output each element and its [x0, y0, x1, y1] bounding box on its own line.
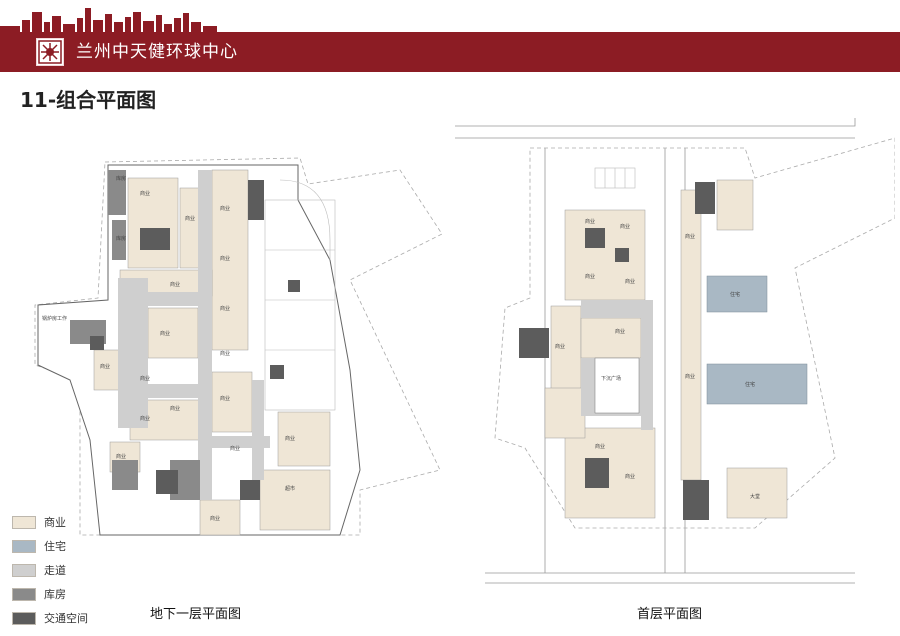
legend-item-circulation: 交通空间: [12, 606, 132, 630]
legend-label: 库房: [44, 588, 66, 601]
legend-swatch: [12, 587, 36, 601]
label-storage-1: 库房: [116, 175, 126, 182]
legend: 商业 住宅 走道 库房 交通空间: [12, 510, 132, 630]
label-boiler-room: 锅炉房工作: [42, 315, 67, 322]
label-commercial-11: 商业: [116, 453, 126, 460]
gf-label-residential-2: 住宅: [745, 381, 755, 388]
legend-label: 交通空间: [44, 612, 88, 625]
gf-label-lobby: 大堂: [750, 493, 760, 500]
legend-item-residential: 住宅: [12, 534, 132, 558]
legend-label: 住宅: [44, 540, 66, 553]
label-commercial-2: 商业: [185, 215, 195, 222]
legend-item-commercial: 商业: [12, 510, 132, 534]
legend-item-storage: 库房: [12, 582, 132, 606]
label-commercial-5: 商业: [160, 330, 170, 337]
label-commercial-7: 商业: [220, 305, 230, 312]
gf-label-commercial-2: 商业: [620, 223, 630, 230]
brand-logo: [36, 38, 64, 66]
gf-label-commercial-8: 商业: [625, 473, 635, 480]
gf-label-sunken-plaza: 下沉广场: [601, 375, 621, 382]
gf-label-commercial-1: 商业: [585, 218, 595, 225]
label-commercial-9: 商业: [140, 415, 150, 422]
basement-floor-plan: 库房 商业 商业 商业 商业 库房 商业 商业 商业 商业 商业 商业 商业 商…: [34, 157, 443, 536]
gf-label-commercial-9: 商业: [685, 233, 695, 240]
label-commercial-13: 商业: [210, 515, 220, 522]
legend-item-corridor: 走道: [12, 558, 132, 582]
gf-label-commercial-5: 商业: [615, 328, 625, 335]
label-commercial-16: 商业: [140, 375, 150, 382]
label-commercial-4: 商业: [170, 281, 180, 288]
header-banner: [0, 32, 900, 72]
label-commercial-14: 商业: [170, 405, 180, 412]
legend-swatch: [12, 563, 36, 577]
legend-label: 商业: [44, 516, 66, 529]
gf-label-commercial-10: 商业: [685, 373, 695, 380]
label-commercial-8: 商业: [220, 395, 230, 402]
label-commercial-1: 商业: [140, 190, 150, 197]
gf-label-commercial-6: 商业: [555, 343, 565, 350]
label-storage-2: 库房: [116, 235, 126, 242]
gf-label-residential-1: 住宅: [730, 291, 740, 298]
basement-plan-caption: 地下一层平面图: [150, 607, 242, 622]
label-commercial-6: 商业: [220, 255, 230, 262]
legend-swatch: [12, 515, 36, 529]
ground-plan-caption: 首层平面图: [637, 607, 703, 622]
app-title: 兰州中天健环球中心: [76, 42, 238, 62]
gf-label-commercial-7: 商业: [595, 443, 605, 450]
legend-swatch: [12, 611, 36, 625]
label-commercial-17: 商业: [230, 445, 240, 452]
label-commercial-15: 商业: [220, 350, 230, 357]
page-title: 11-组合平面图: [20, 88, 157, 112]
label-supermarket: 超市: [285, 485, 295, 492]
gf-label-commercial-4: 商业: [625, 278, 635, 285]
legend-label: 走道: [44, 564, 66, 577]
skyline-decoration: [0, 8, 217, 34]
legend-swatch: [12, 539, 36, 553]
ground-floor-plan: 商业 商业 商业 商业 商业 商业 商业 商业 下沉广场 住宅 住宅 商业 商业…: [455, 118, 895, 584]
label-commercial-3: 商业: [220, 205, 230, 212]
label-commercial-10: 商业: [100, 363, 110, 370]
label-commercial-12: 商业: [285, 435, 295, 442]
gf-label-commercial-3: 商业: [585, 273, 595, 280]
